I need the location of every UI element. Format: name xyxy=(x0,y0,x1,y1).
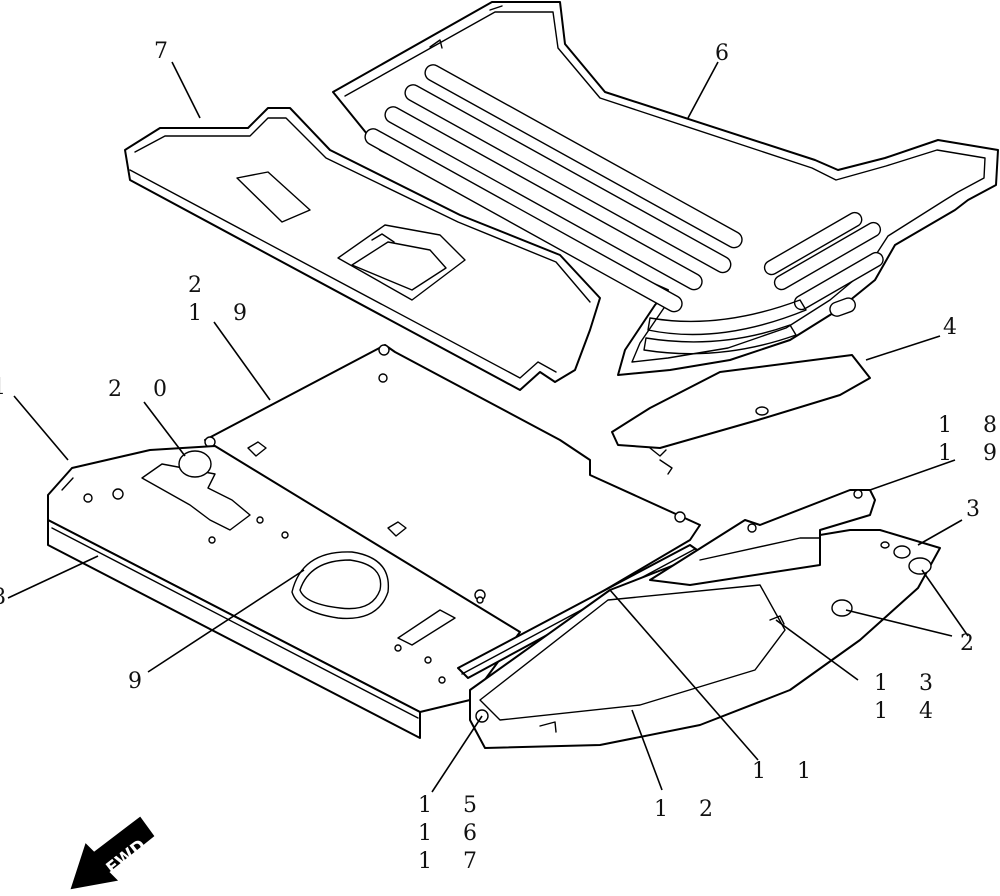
mat-ribs xyxy=(364,64,884,355)
callout-20: 2 0 xyxy=(108,377,179,402)
callout-6: 6 xyxy=(715,41,741,66)
part-7-console-panel xyxy=(124,107,601,391)
fwd-arrow-icon xyxy=(70,816,155,890)
callout-3: 3 xyxy=(966,497,992,522)
part-1-base-panel xyxy=(47,445,521,739)
callout-9: 9 xyxy=(128,669,154,694)
callout-8: 8 xyxy=(0,585,18,610)
callout-11: 1 1 xyxy=(752,759,823,784)
callout-19-upper: 1 9 xyxy=(188,301,259,326)
part-6-floor-mat xyxy=(332,1,999,376)
part-4-cover-plate xyxy=(611,354,871,457)
callout-2: 2 xyxy=(188,273,214,298)
callout-14: 1 4 xyxy=(874,699,945,724)
callouts: 7 6 2 1 9 2 0 1 4 1 8 1 9 3 8 9 2 1 1 3 … xyxy=(0,39,1000,874)
callout-17: 1 7 xyxy=(418,849,489,874)
callout-16: 1 6 xyxy=(418,821,489,846)
part-18-bracket xyxy=(649,489,876,586)
callout-19-lower: 1 9 xyxy=(938,441,1000,466)
callout-7: 7 xyxy=(154,39,180,64)
callout-1: 1 xyxy=(0,375,18,400)
callout-15: 1 5 xyxy=(418,793,489,818)
callout-13: 1 3 xyxy=(874,671,945,696)
fwd-arrow: FWD xyxy=(70,816,155,890)
callout-4: 4 xyxy=(943,315,969,340)
callout-18: 1 8 xyxy=(938,413,1000,438)
callout-12: 1 2 xyxy=(654,797,725,822)
callout-21: 2 1 xyxy=(960,631,1000,656)
leader-lines xyxy=(7,61,969,793)
